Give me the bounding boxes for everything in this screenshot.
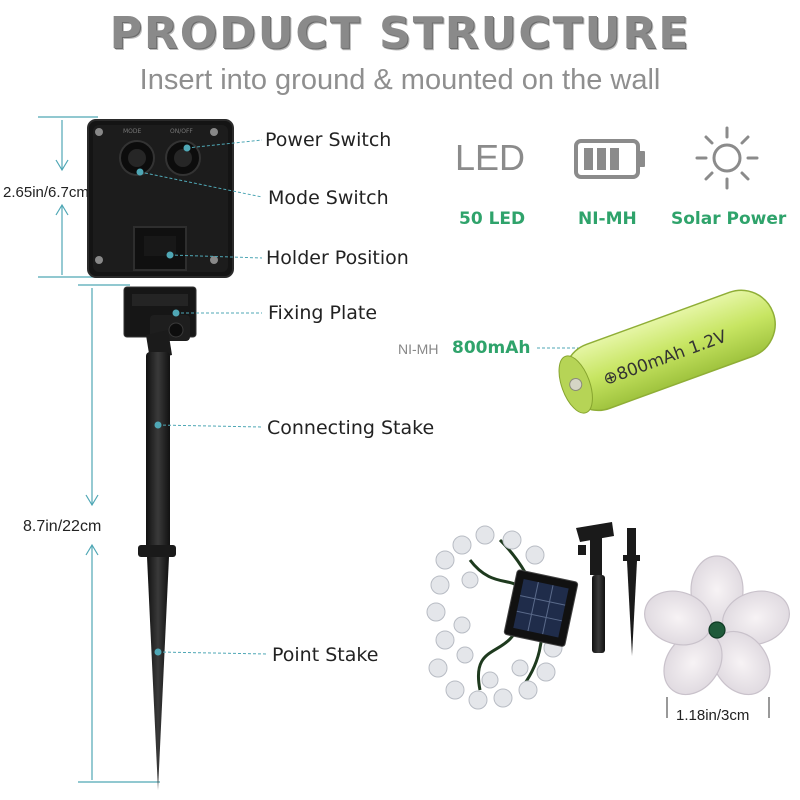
label-mode-switch: Mode Switch	[268, 187, 389, 209]
aa-battery: ⊕800mAh 1.2V	[558, 289, 776, 414]
feature-battery-label: NI-MH	[578, 209, 637, 229]
battery-capacity-label: 800mAh	[452, 338, 531, 358]
panel-height-label: 2.65in/6.7cm	[3, 184, 89, 201]
label-point-stake: Point Stake	[272, 644, 379, 666]
flower-closeup	[644, 555, 790, 696]
feature-solar-label: Solar Power	[671, 209, 787, 229]
svg-text:MODE: MODE	[123, 128, 142, 135]
stake-height-label: 8.7in/22cm	[23, 518, 102, 535]
svg-text:ON/OFF: ON/OFF	[170, 128, 193, 135]
battery-chemistry-label: NI-MH	[398, 341, 439, 357]
label-power-switch: Power Switch	[265, 129, 392, 151]
fixing-plate	[123, 286, 197, 341]
controller-box: MODE ON/OFF	[87, 119, 234, 278]
page-title: PRODUCT STRUCTURE	[109, 8, 691, 59]
leader-dots	[136, 144, 191, 656]
label-holder-position: Holder Position	[266, 247, 409, 269]
page-subtitle: Insert into ground & mounted on the wall	[139, 64, 661, 96]
string-lights-photo	[426, 522, 640, 710]
stake	[138, 330, 176, 790]
flower-dimension-line	[666, 697, 770, 718]
label-fixing-plate: Fixing Plate	[268, 302, 378, 324]
sun-icon	[695, 126, 759, 190]
led-icon: LED	[455, 137, 526, 178]
part-leaders	[139, 139, 269, 655]
battery-icon	[574, 139, 645, 179]
panel-dimension-line	[38, 116, 98, 278]
label-connecting-stake: Connecting Stake	[267, 417, 435, 439]
feature-led-label: 50 LED	[459, 209, 526, 229]
stake-dimension-line	[78, 284, 160, 783]
flower-size-label: 1.18in/3cm	[676, 707, 750, 724]
